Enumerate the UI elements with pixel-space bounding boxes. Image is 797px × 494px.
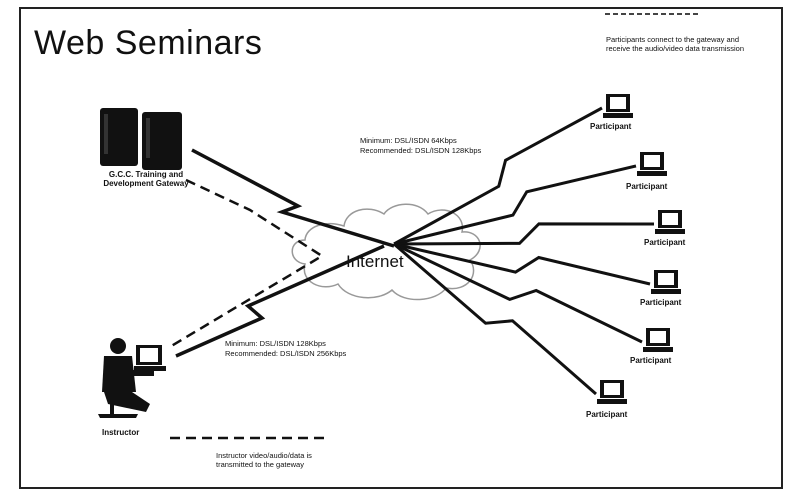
legend-note: Instructor video/audio/data is transmitt… [216,452,336,469]
participant-speed-min: Minimum: DSL/ISDN 64Kbps [360,137,457,146]
gateway-label: G.C.C. Training and Development Gateway [96,170,196,188]
computer-icon [597,380,627,404]
participant-speed-rec: Recommended: DSL/ISDN 128Kbps [360,147,481,156]
participant-label: Participant [626,182,667,191]
computer-icon [603,94,633,118]
computer-icon [651,270,681,294]
participant-label: Participant [586,410,627,419]
participant-label: Participant [590,122,631,131]
server-icon [100,108,182,170]
computer-icon [637,152,667,176]
computer-icon [643,328,673,352]
instructor-speed-min: Minimum: DSL/ISDN 128Kbps [225,340,326,349]
instructor-speed-rec: Recommended: DSL/ISDN 256Kbps [225,350,346,359]
participant-label: Participant [644,238,685,247]
internet-label: Internet [346,252,404,272]
computer-icon [655,210,685,234]
participant-label: Participant [630,356,671,365]
instructor-computer-icon [134,345,166,371]
slide-title: Web Seminars [34,24,262,63]
participant-label: Participant [640,298,681,307]
participants-note: Participants connect to the gateway and … [606,36,756,53]
instructor-label: Instructor [102,428,139,437]
